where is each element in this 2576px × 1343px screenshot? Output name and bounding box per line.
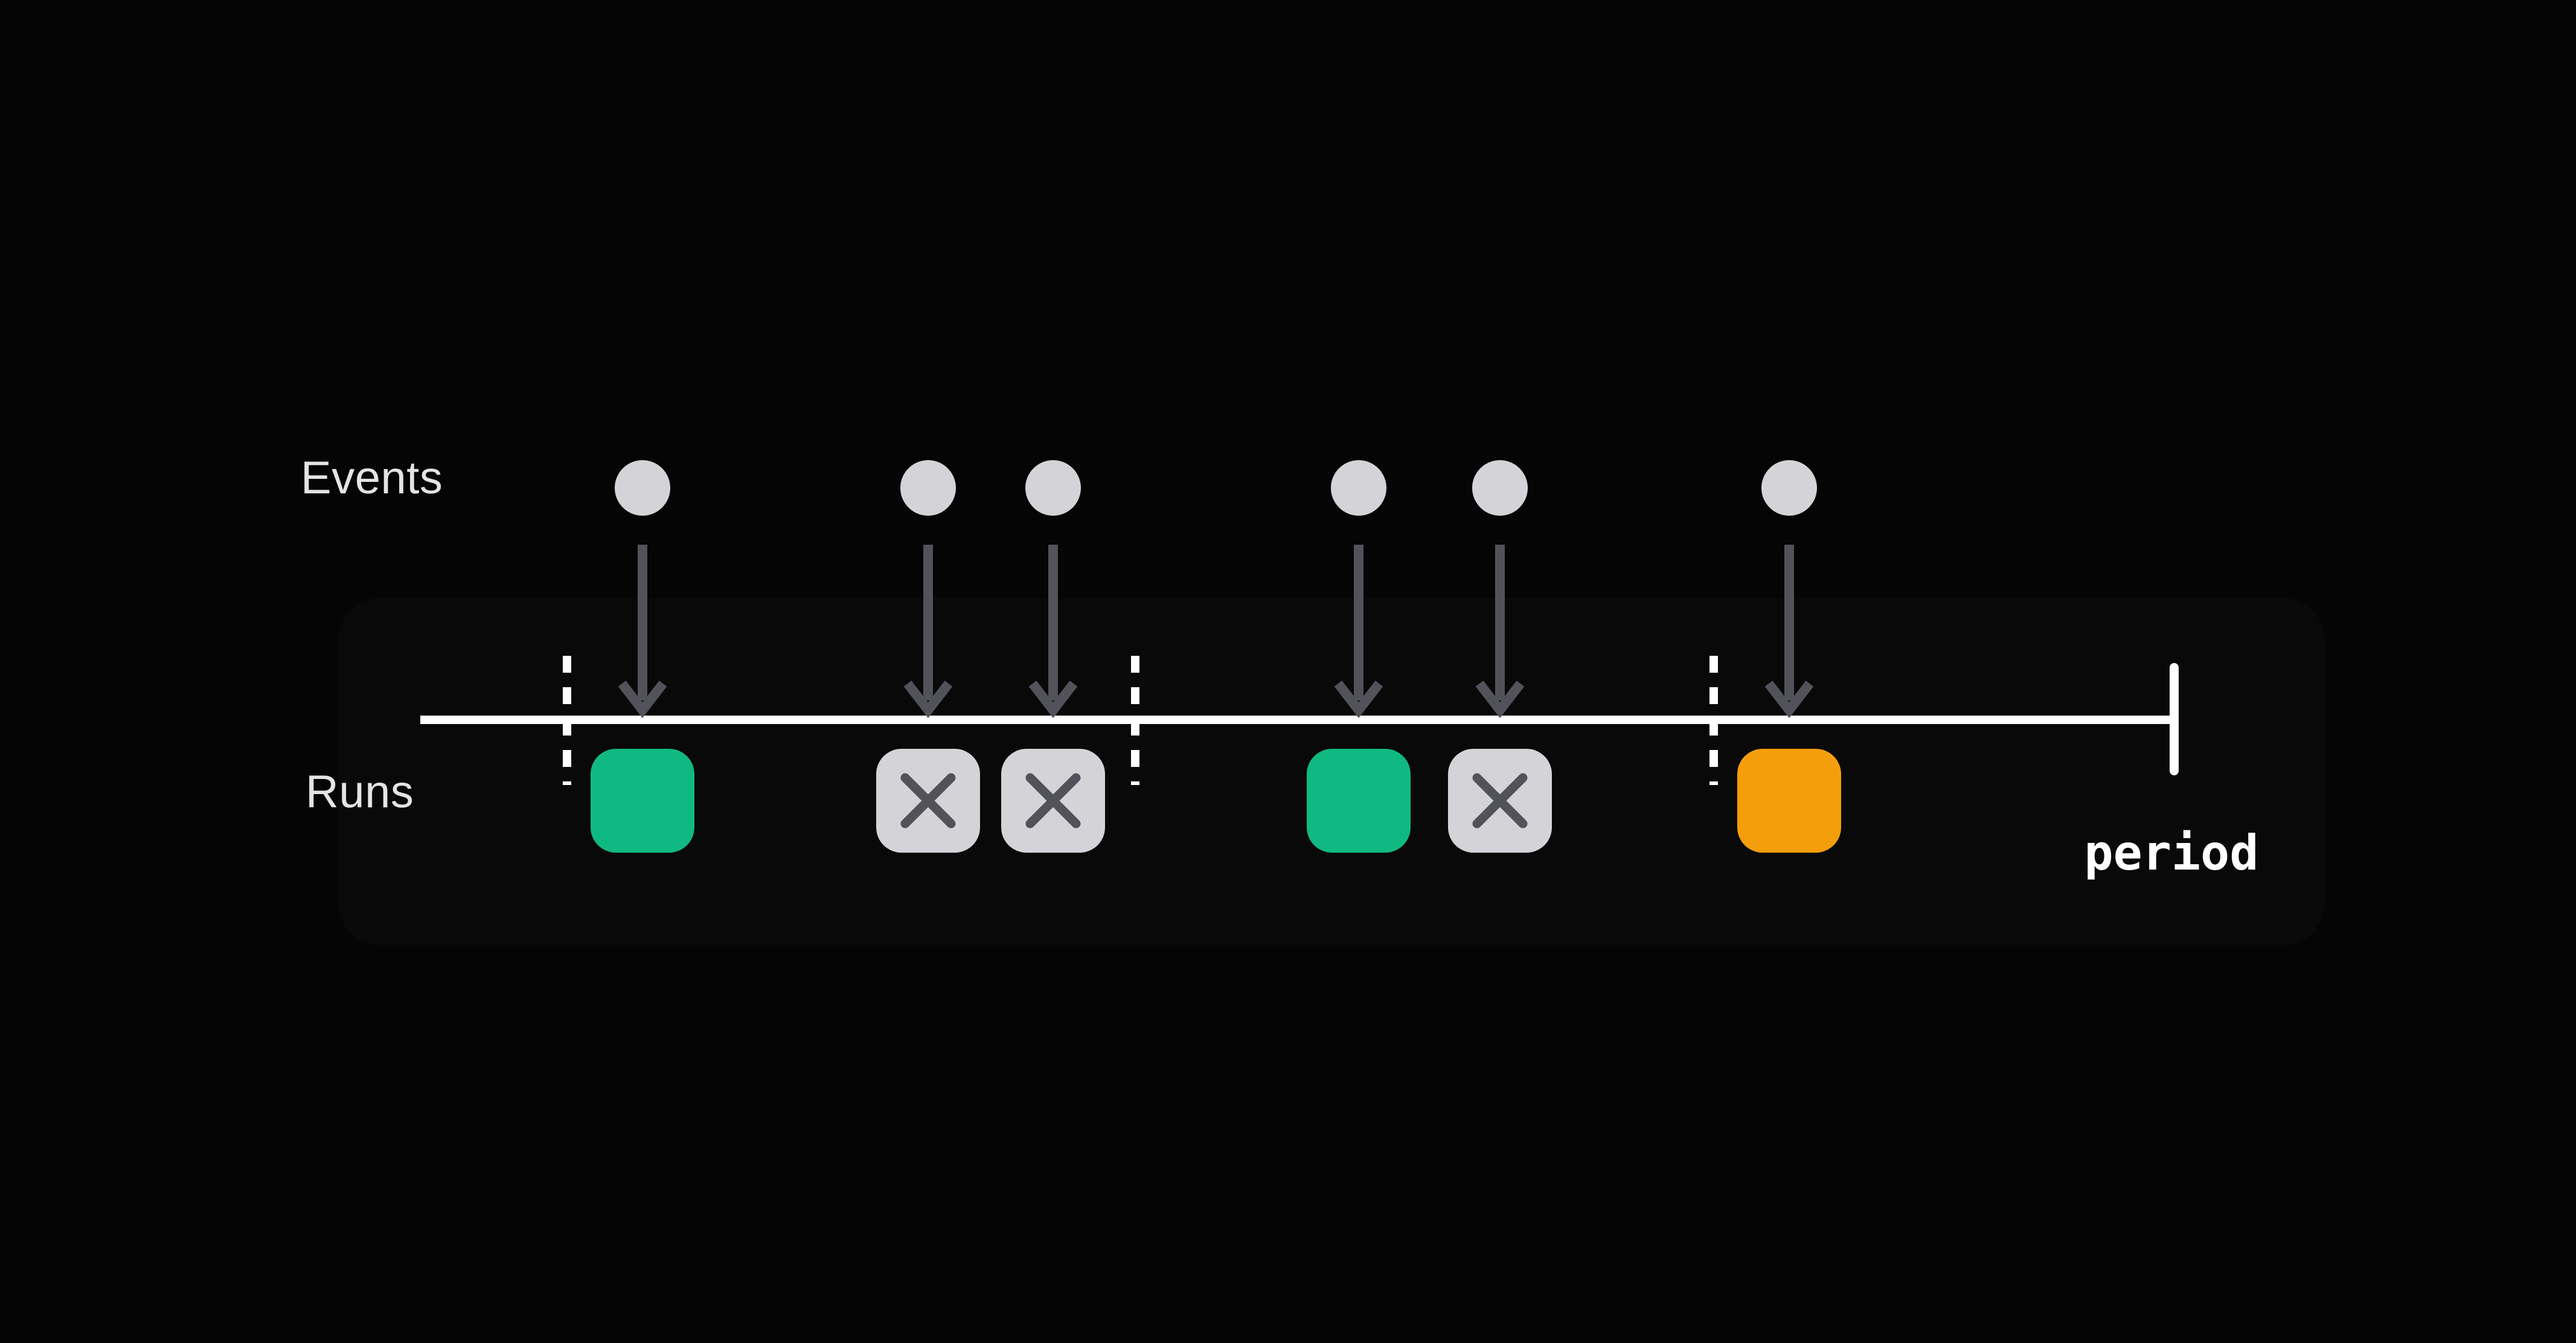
timeline-end-tick — [2170, 663, 2179, 775]
period-divider — [563, 656, 571, 785]
arrow-down-icon — [1764, 545, 1814, 719]
arrow-down-icon — [1028, 545, 1078, 719]
event-dot-icon — [1025, 460, 1081, 516]
timeline-axis — [420, 716, 2171, 724]
skipped-x-icon — [1472, 773, 1528, 829]
run-box-skipped — [1448, 749, 1552, 853]
skipped-x-icon — [900, 773, 956, 829]
arrow-down-icon — [618, 545, 667, 719]
run-box-scheduled — [1737, 749, 1841, 853]
event-dot-icon — [615, 460, 670, 516]
arrow-down-icon — [1475, 545, 1525, 719]
event-dot-icon — [1472, 460, 1528, 516]
run-box-completed — [1307, 749, 1411, 853]
period-label: period — [2084, 825, 2259, 881]
arrow-down-icon — [903, 545, 953, 719]
runs-row-label: Runs — [306, 766, 414, 818]
event-dot-icon — [900, 460, 956, 516]
period-divider — [1709, 656, 1718, 785]
period-divider — [1131, 656, 1139, 785]
run-box-skipped — [1001, 749, 1105, 853]
arrow-down-icon — [1334, 545, 1383, 719]
run-box-skipped — [876, 749, 980, 853]
skipped-x-icon — [1025, 773, 1081, 829]
event-dot-icon — [1331, 460, 1386, 516]
events-row-label: Events — [301, 452, 443, 504]
event-dot-icon — [1761, 460, 1817, 516]
run-box-completed — [591, 749, 694, 853]
